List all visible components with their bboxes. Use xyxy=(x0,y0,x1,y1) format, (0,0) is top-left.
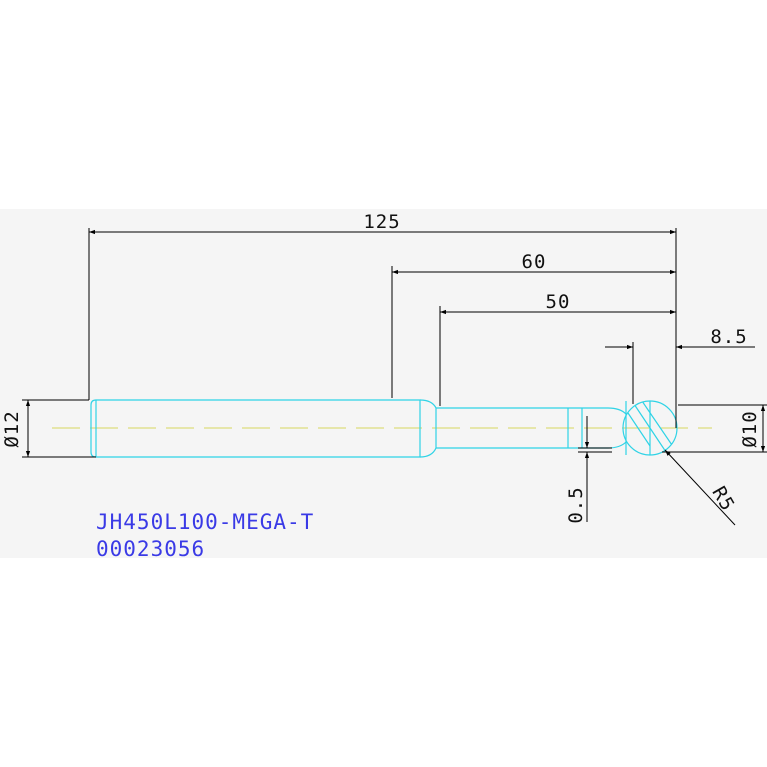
drawing-area xyxy=(0,209,767,558)
ball-hatch xyxy=(625,401,675,453)
dim-50-text: 50 xyxy=(546,291,571,313)
tool-outline xyxy=(90,399,678,458)
dim-125-text: 125 xyxy=(363,211,400,233)
dim-d10-text: Ø10 xyxy=(739,410,761,447)
dim-d12-text: Ø12 xyxy=(1,410,23,447)
dim-8-5-text: 8.5 xyxy=(710,326,747,348)
dimension-lines xyxy=(22,228,767,526)
neck xyxy=(436,407,568,449)
dim-60-text: 60 xyxy=(522,251,547,273)
neck-taper xyxy=(419,399,437,458)
part-serial: 00023056 xyxy=(96,537,206,561)
dim-r5-leader xyxy=(664,449,736,526)
dim-r5-text: R5 xyxy=(707,483,738,516)
part-code: JH450L100-MEGA-T xyxy=(96,510,315,534)
dim-0-5-text: 0.5 xyxy=(565,486,587,523)
